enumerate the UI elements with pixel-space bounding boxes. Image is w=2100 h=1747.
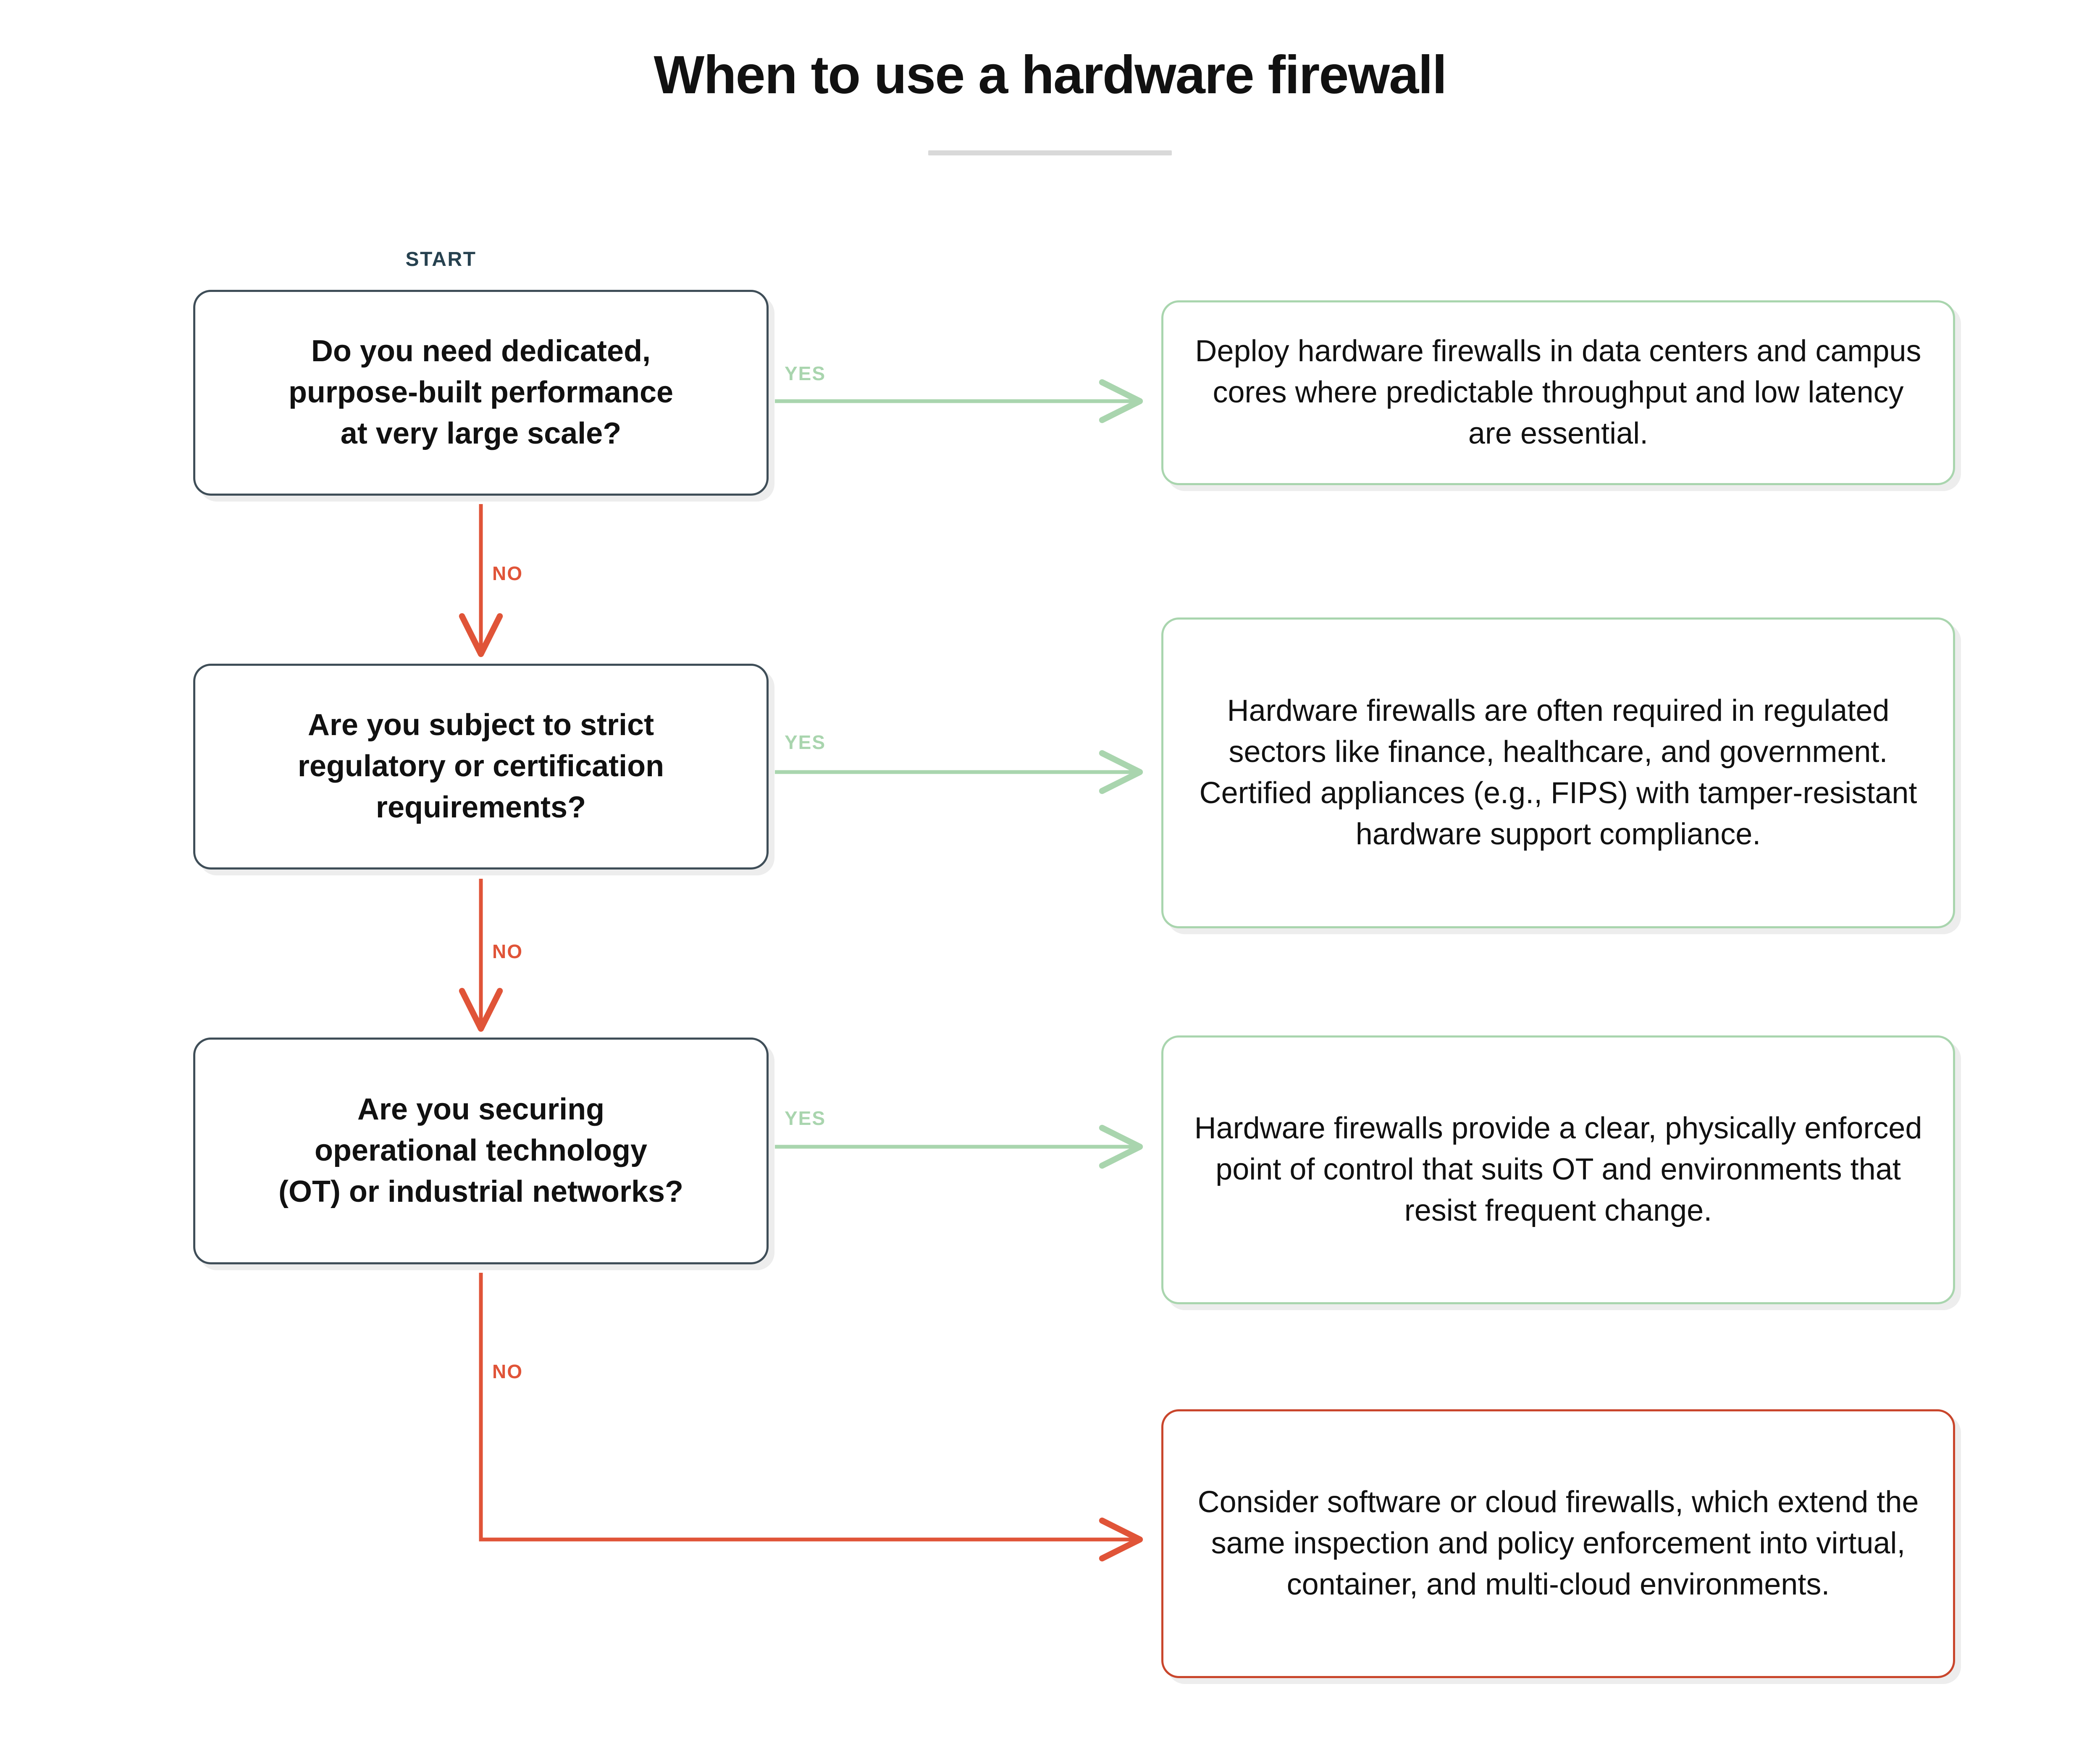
decision-node-3[interactable]: Are you securing operational technology … <box>193 1038 769 1264</box>
edge-label-yes-1: YES <box>785 363 826 384</box>
decision-node-1-text: Do you need dedicated, purpose-built per… <box>288 334 674 450</box>
edge-label-no-2: NO <box>492 940 523 962</box>
edge-label-yes-2: YES <box>785 731 826 753</box>
start-label: START <box>405 248 477 271</box>
outcome-node-3[interactable]: Hardware firewalls provide a clear, phys… <box>1161 1035 1955 1304</box>
edge-no-3 <box>479 1273 1143 1562</box>
outcome-node-1-text: Deploy hardware firewalls in data center… <box>1195 334 1922 450</box>
decision-node-2-text: Are you subject to strict regulatory or … <box>297 708 664 824</box>
outcome-node-1[interactable]: Deploy hardware firewalls in data center… <box>1161 300 1955 485</box>
decision-node-2[interactable]: Are you subject to strict regulatory or … <box>193 664 769 870</box>
outcome-node-4[interactable]: Consider software or cloud firewalls, wh… <box>1161 1409 1955 1678</box>
decision-node-1[interactable]: Do you need dedicated, purpose-built per… <box>193 290 769 496</box>
edge-label-no-1: NO <box>492 562 523 584</box>
decision-node-3-text: Are you securing operational technology … <box>278 1093 684 1208</box>
edge-label-yes-3: YES <box>785 1107 826 1129</box>
outcome-node-4-text: Consider software or cloud firewalls, wh… <box>1197 1485 1919 1601</box>
outcome-node-3-text: Hardware firewalls provide a clear, phys… <box>1194 1111 1922 1227</box>
page-header: When to use a hardware firewall <box>0 45 2100 156</box>
edge-label-no-3: NO <box>492 1361 523 1382</box>
title-divider <box>928 150 1172 156</box>
outcome-node-2[interactable]: Hardware firewalls are often required in… <box>1161 617 1955 928</box>
page-title: When to use a hardware firewall <box>654 45 1447 105</box>
outcome-node-2-text: Hardware firewalls are often required in… <box>1199 694 1917 851</box>
